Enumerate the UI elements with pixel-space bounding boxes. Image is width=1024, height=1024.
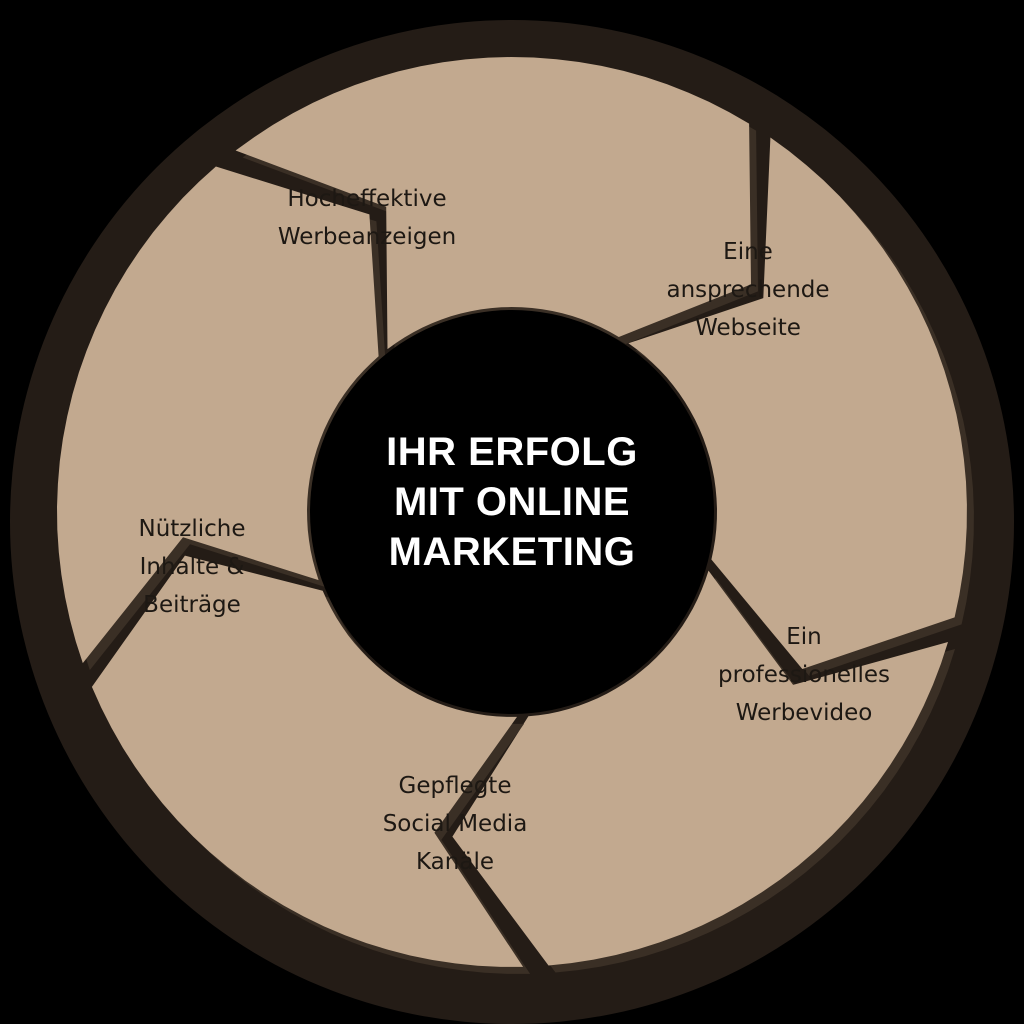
segment-label-line: Beiträge	[143, 592, 241, 618]
segment-label-line: Hocheffektive	[287, 186, 447, 212]
segments-layer	[57, 57, 974, 974]
segment-label-werbeanzeigen: Hocheffektive Werbeanzeigen	[278, 180, 456, 256]
center-title: IHR ERFOLG MIT ONLINE MARKETING	[386, 427, 638, 577]
segment-label-line: Ein	[786, 624, 822, 650]
segment-label-line: Inhalte &	[139, 554, 245, 580]
segment-label-werbevideo: Ein professionelles Werbevideo	[718, 618, 890, 732]
segment-label-line: Nützliche	[138, 516, 246, 542]
segment-label-social-media: Gepflegte Social Media Kanäle	[383, 767, 528, 881]
center-title-line: MIT ONLINE	[393, 480, 631, 524]
segment-label-line: Eine	[723, 239, 773, 265]
segment-werbeanzeigen	[235, 57, 752, 350]
segment-label-line: Kanäle	[416, 849, 494, 875]
segment-label-line: Webseite	[695, 315, 801, 341]
segment-label-line: professionelles	[718, 662, 890, 688]
center-title-line: IHR ERFOLG	[386, 430, 638, 474]
segment-label-line: Werbeanzeigen	[277, 224, 457, 250]
segment-social-media	[91, 555, 524, 967]
center-title-line: MARKETING	[388, 530, 636, 574]
center-hub	[310, 310, 714, 714]
segment-inhalte	[57, 166, 379, 664]
segment-label-line: ansprechende	[666, 277, 830, 303]
segment-label-line: Gepflegte	[398, 773, 512, 799]
segment-webseite	[628, 137, 967, 669]
segment-label-line: Social Media	[382, 811, 528, 837]
segment-label-inhalte: Nützliche Inhalte & Beiträge	[138, 510, 245, 624]
segment-label-line: Werbevideo	[735, 700, 873, 726]
segment-werbevideo	[452, 570, 948, 966]
segment-label-webseite: Eine ansprechende Webseite	[666, 233, 829, 347]
